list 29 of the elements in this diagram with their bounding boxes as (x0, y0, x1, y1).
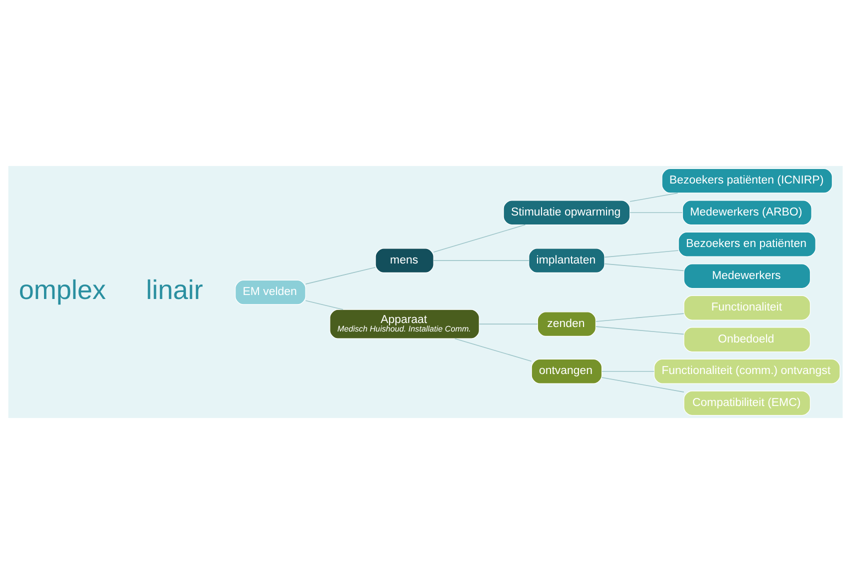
node-box: Onbedoeld (684, 326, 811, 352)
node-box: Medewerkers (ARBO) (682, 200, 812, 225)
node-box: Functionaliteit (comm.) ontvangst (654, 358, 840, 384)
node-box: Compatibiliteit (EMC) (684, 390, 811, 416)
node-box: Bezoekers en patiënten (678, 231, 816, 256)
connector (305, 300, 344, 310)
node-box: mens (375, 248, 434, 273)
node-box: zenden (537, 311, 596, 336)
connector (454, 338, 532, 362)
connector (478, 323, 538, 324)
connector (604, 250, 679, 258)
connector (602, 370, 655, 372)
node-box: ontvangen (531, 358, 602, 384)
connector (305, 266, 376, 284)
connector (604, 262, 684, 271)
node-box: EM velden (234, 279, 306, 304)
node-box: Stimulatie opwarming (503, 200, 630, 225)
node-box: Functionaliteit (684, 294, 811, 320)
label: omplex (18, 274, 106, 305)
connector (596, 312, 684, 322)
label: linair (146, 274, 204, 305)
connector (433, 224, 526, 252)
connector (630, 192, 678, 202)
connector (596, 326, 684, 334)
node-box: Bezoekers patiënten (ICNIRP) (662, 168, 833, 193)
node-box: implantaten (528, 248, 605, 273)
connector (630, 212, 683, 213)
node-box: Medewerkers (684, 263, 811, 288)
connector (602, 376, 684, 392)
